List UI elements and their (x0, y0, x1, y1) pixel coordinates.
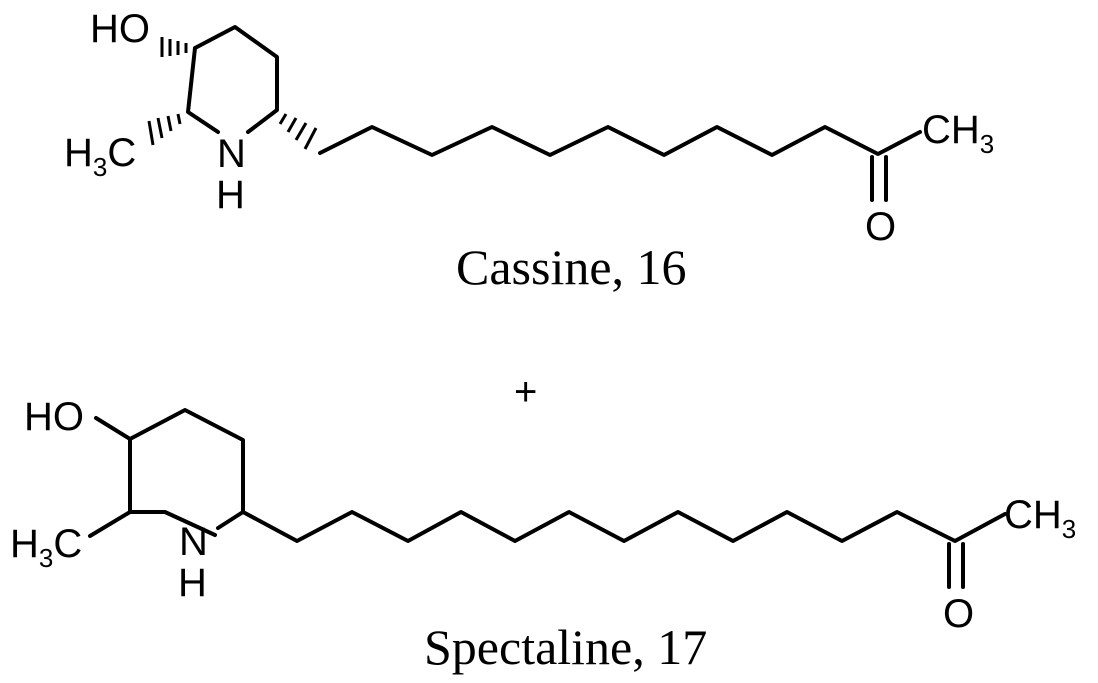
cassine-caption: Cassine, 16 (456, 239, 687, 295)
spectaline-methyl-label: H3C (10, 522, 82, 573)
cassine-nh-label: H (216, 173, 245, 217)
spectaline-ring-n-bond (216, 510, 245, 530)
cassine-nitrogen-label: N (217, 132, 246, 176)
spectaline-nh-label: H (178, 561, 207, 605)
spectaline-alkyl-chain (241, 510, 1007, 543)
spectaline-nitrogen-label: N (179, 520, 208, 564)
spectaline-hydroxyl-label: HO (24, 395, 84, 439)
cassine-methyl-hash (147, 113, 182, 146)
cassine-ketone-methyl-label: CH3 (922, 108, 994, 159)
cassine-alkyl-chain (318, 125, 922, 157)
cassine-structure: HO H3C N H CH3 O Cassine, 16 (64, 7, 994, 295)
cassine-ring (186, 25, 279, 134)
spectaline-ring (128, 408, 245, 537)
spectaline-hydroxyl-bond (94, 416, 132, 441)
cassine-methyl-label: H3C (64, 131, 136, 182)
cassine-chain-hash (278, 113, 318, 150)
plus-sign: + (514, 370, 537, 414)
spectaline-ketone-methyl-label: CH3 (1004, 493, 1076, 544)
spectaline-oxygen-label: O (943, 592, 974, 636)
spectaline-methyl-bond (88, 510, 132, 538)
cassine-hydroxyl-hash (160, 37, 188, 57)
spectaline-structure: HO H3C N H CH3 O Spectaline, 17 (10, 395, 1076, 675)
cassine-oxygen-label: O (865, 205, 896, 249)
spectaline-caption: Spectaline, 17 (424, 619, 707, 675)
cassine-hydroxyl-label: HO (90, 7, 150, 51)
